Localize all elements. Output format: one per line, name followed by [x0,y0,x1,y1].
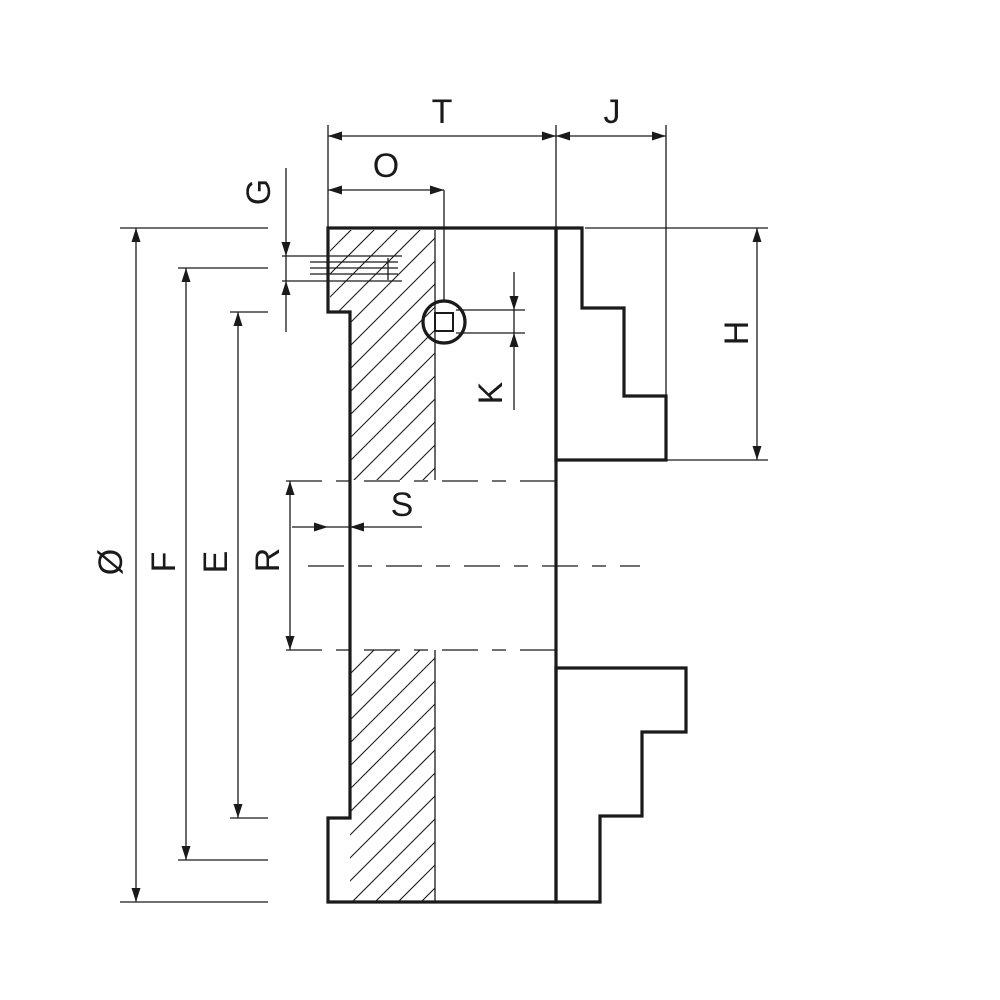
hatch-line [330,230,354,480]
hatch-line [330,230,435,480]
arrowhead [281,242,291,256]
hatch-line [330,230,435,480]
label-t: T [432,93,453,131]
label-o: O [373,147,399,185]
hatch-line [330,230,435,480]
mounting-bolt [282,255,402,282]
hatch-line [330,230,331,480]
hatch-line [350,726,435,813]
section-hatching-top [330,228,928,482]
hatch-line [513,228,767,482]
arrowhead [131,228,141,242]
hatch-line [490,228,744,482]
label-f: F [145,552,183,573]
arrowhead [131,888,141,902]
label-s: S [391,486,414,524]
arrowhead [752,446,762,460]
hatch-line [467,228,721,482]
hatch-line [350,680,435,767]
label-h: H [718,321,756,346]
hatch-line [580,648,836,904]
hatch-line [351,818,435,902]
dimension-arrowheads [131,131,762,902]
hatch-line [330,230,435,480]
hatch-line [330,230,435,480]
jaw-bottom [554,666,688,904]
hatch-line [511,648,767,904]
hatch-line [626,648,882,904]
hatch-line [330,230,377,480]
label-e: E [197,551,235,574]
arrowhead [556,131,570,141]
arrowhead [233,804,243,818]
hatch-line [330,230,435,480]
arrowhead [509,296,519,310]
label-j: J [604,93,621,131]
hatch-line [350,657,435,744]
hatch-line [651,228,905,482]
hatch-line [350,795,435,882]
hatch-line [534,648,790,904]
section-hatching-bottom [74,648,928,904]
hatch-line [420,230,435,480]
hatch-line [420,887,435,902]
hatch-line [397,230,435,480]
hatch-line [465,648,721,904]
hatch-line [74,648,330,904]
hatch-line [582,228,836,482]
hatch-line [350,772,435,859]
arrowhead [233,312,243,326]
hatch-line [351,230,435,480]
arrowhead [328,185,342,195]
arrowhead [314,522,328,532]
hatch-line [374,230,435,480]
hatch-line [536,228,790,482]
hatch-line [350,749,435,836]
hatch-line [442,648,698,904]
hatch-line [330,230,435,480]
label-r: R [249,548,287,573]
arrowhead [328,131,342,141]
bore-lines [286,230,640,902]
arrowhead [652,131,666,141]
arrowhead [350,522,364,532]
dimension-lines [135,135,758,902]
hatch-line [374,841,435,902]
hatch-line [605,228,859,482]
key-socket [421,190,525,345]
hatch-line [350,703,435,790]
arrowhead [181,268,191,282]
extension-lines [120,125,768,903]
arrowhead [752,228,762,242]
jaw-top [554,226,668,462]
label-k: K [472,381,510,404]
hatch-line [330,230,400,480]
hatch-line [444,228,698,482]
hatch-line [674,228,928,482]
hatch-line [559,228,813,482]
hatch-line [330,230,423,480]
hatch-line [350,650,398,698]
hatch-line [350,650,375,675]
hatch-line [672,648,928,904]
hatch-line [488,648,744,904]
arrowhead [285,481,295,495]
arrowhead [430,185,444,195]
arrowhead [281,281,291,295]
dimension-labels: T J O S G H K Ø F E R [92,93,756,575]
arrowhead [285,636,295,650]
arrowhead [181,846,191,860]
chuck-body [326,226,558,904]
arrowhead [542,131,556,141]
label-diameter: Ø [92,549,130,575]
label-g: G [240,179,278,205]
arrowhead [509,333,519,347]
hatch-line [350,650,421,721]
